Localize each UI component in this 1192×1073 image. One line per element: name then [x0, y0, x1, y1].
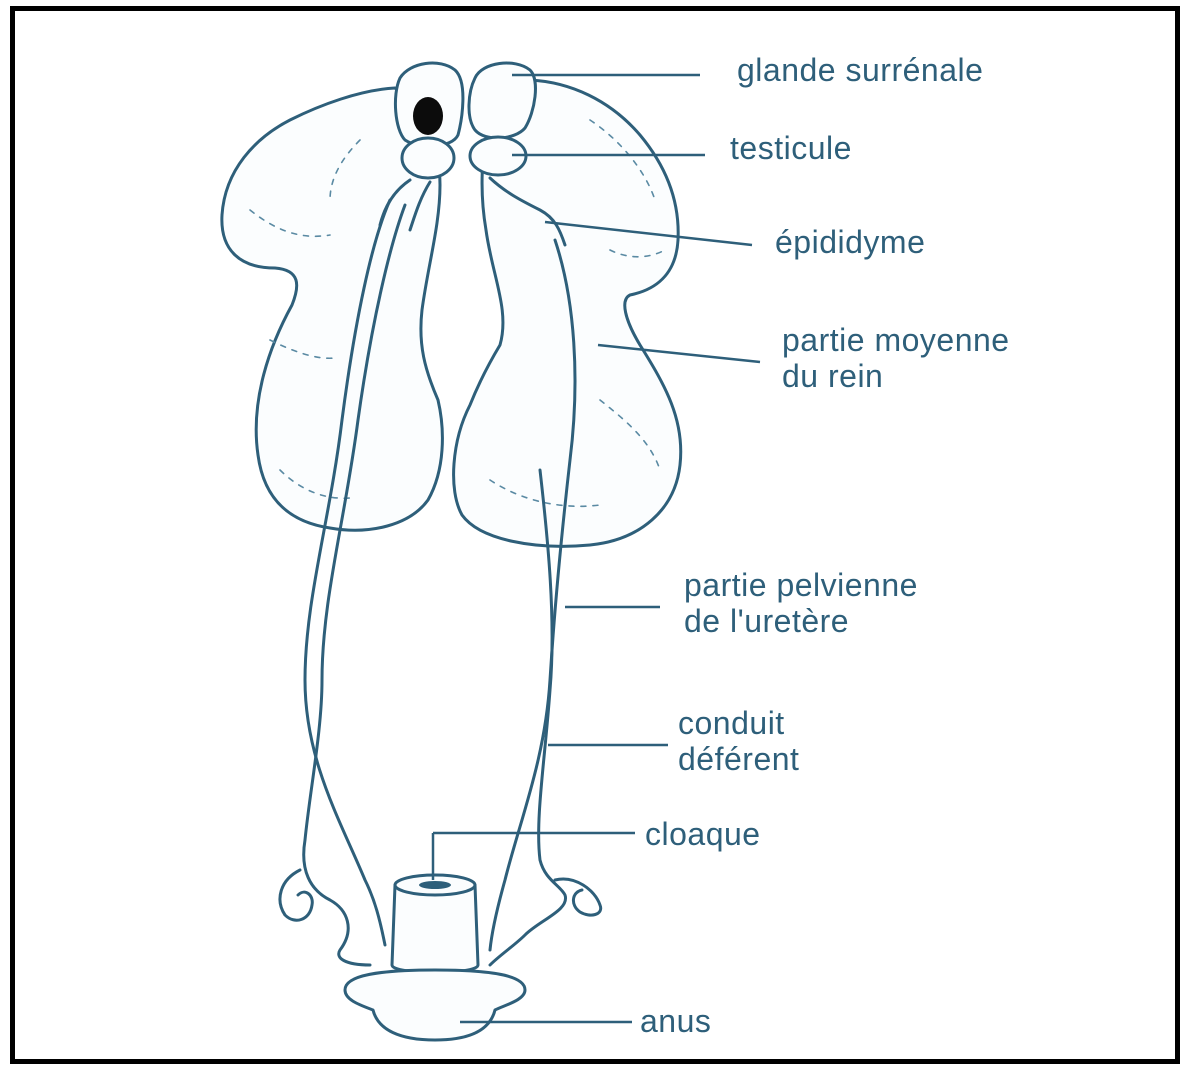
- cloaca: [392, 885, 478, 973]
- label-testicule: testicule: [730, 130, 852, 166]
- label-cloaque: cloaque: [645, 816, 761, 852]
- right-vas-coil: [555, 879, 601, 915]
- label-epididyme: épididyme: [775, 224, 925, 260]
- label-conduit-line1: conduit: [678, 705, 785, 741]
- label-partie-moyenne-line1: partie moyenne: [782, 322, 1010, 358]
- anus: [345, 970, 525, 1040]
- left-adrenal-dark-spot: [413, 97, 443, 135]
- left-testicle: [402, 138, 454, 178]
- label-partie-moyenne-line2: du rein: [782, 358, 883, 394]
- label-partie-pelvienne-line1: partie pelvienne: [684, 567, 918, 603]
- label-anus: anus: [640, 1003, 711, 1039]
- label-glande-surrenale: glande surrénale: [737, 52, 983, 88]
- cloaca-lumen: [419, 881, 451, 889]
- label-conduit-line2: déférent: [678, 741, 799, 777]
- label-partie-pelvienne-line2: de l'uretère: [684, 603, 849, 639]
